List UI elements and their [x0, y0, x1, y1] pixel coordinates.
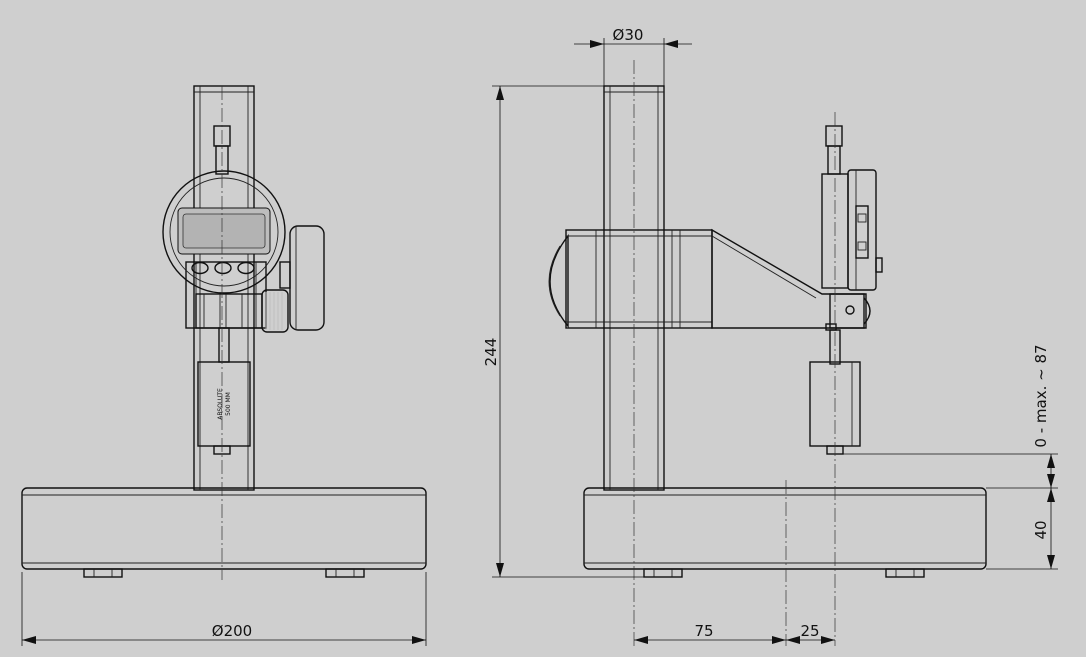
dim-column-diameter-label: Ø30	[613, 26, 644, 44]
dim-base-diameter-label: Ø200	[212, 622, 252, 640]
dim-offsets	[634, 636, 835, 644]
front-button-right	[237, 261, 255, 275]
gauge-block-label-1: ABSOLUTE	[217, 388, 224, 420]
side-holder-block	[565, 229, 713, 329]
front-dial-indicator	[162, 170, 286, 294]
front-column	[193, 85, 255, 491]
side-foot-right	[885, 568, 925, 578]
front-clamp-knob	[261, 289, 289, 333]
dim-total-height-label: 244	[482, 338, 500, 367]
side-foot-left	[643, 568, 683, 578]
front-foot-left	[83, 568, 123, 578]
front-base	[21, 487, 427, 578]
side-holder-arm	[711, 228, 867, 329]
side-lcd-edge	[855, 205, 869, 259]
side-dial-indicator	[821, 125, 883, 291]
dim-base-diameter	[21, 572, 427, 646]
front-gauge-block	[197, 361, 251, 447]
dim-total-height	[492, 85, 644, 578]
dim-measuring-range-label: 0 - max. ~ 87	[1032, 344, 1050, 447]
dim-offset-column-label: 75	[694, 622, 713, 640]
gauge-block-label-2: 500 MM	[225, 392, 232, 416]
dim-offset-tip-label: 25	[800, 622, 819, 640]
front-side-knob	[289, 225, 325, 331]
front-view: ABSOLUTE 500 MM Ø200	[21, 85, 427, 646]
side-base	[583, 487, 987, 578]
front-foot-right	[325, 568, 365, 578]
side-knob-dome	[549, 233, 569, 328]
dim-base-height	[840, 453, 1058, 570]
front-button-left	[191, 261, 209, 275]
dim-column-diameter	[574, 38, 692, 86]
front-button-mid	[214, 261, 232, 275]
dim-base-height-label: 40	[1032, 520, 1050, 539]
side-view: Ø30 244 75 25	[482, 26, 1058, 646]
